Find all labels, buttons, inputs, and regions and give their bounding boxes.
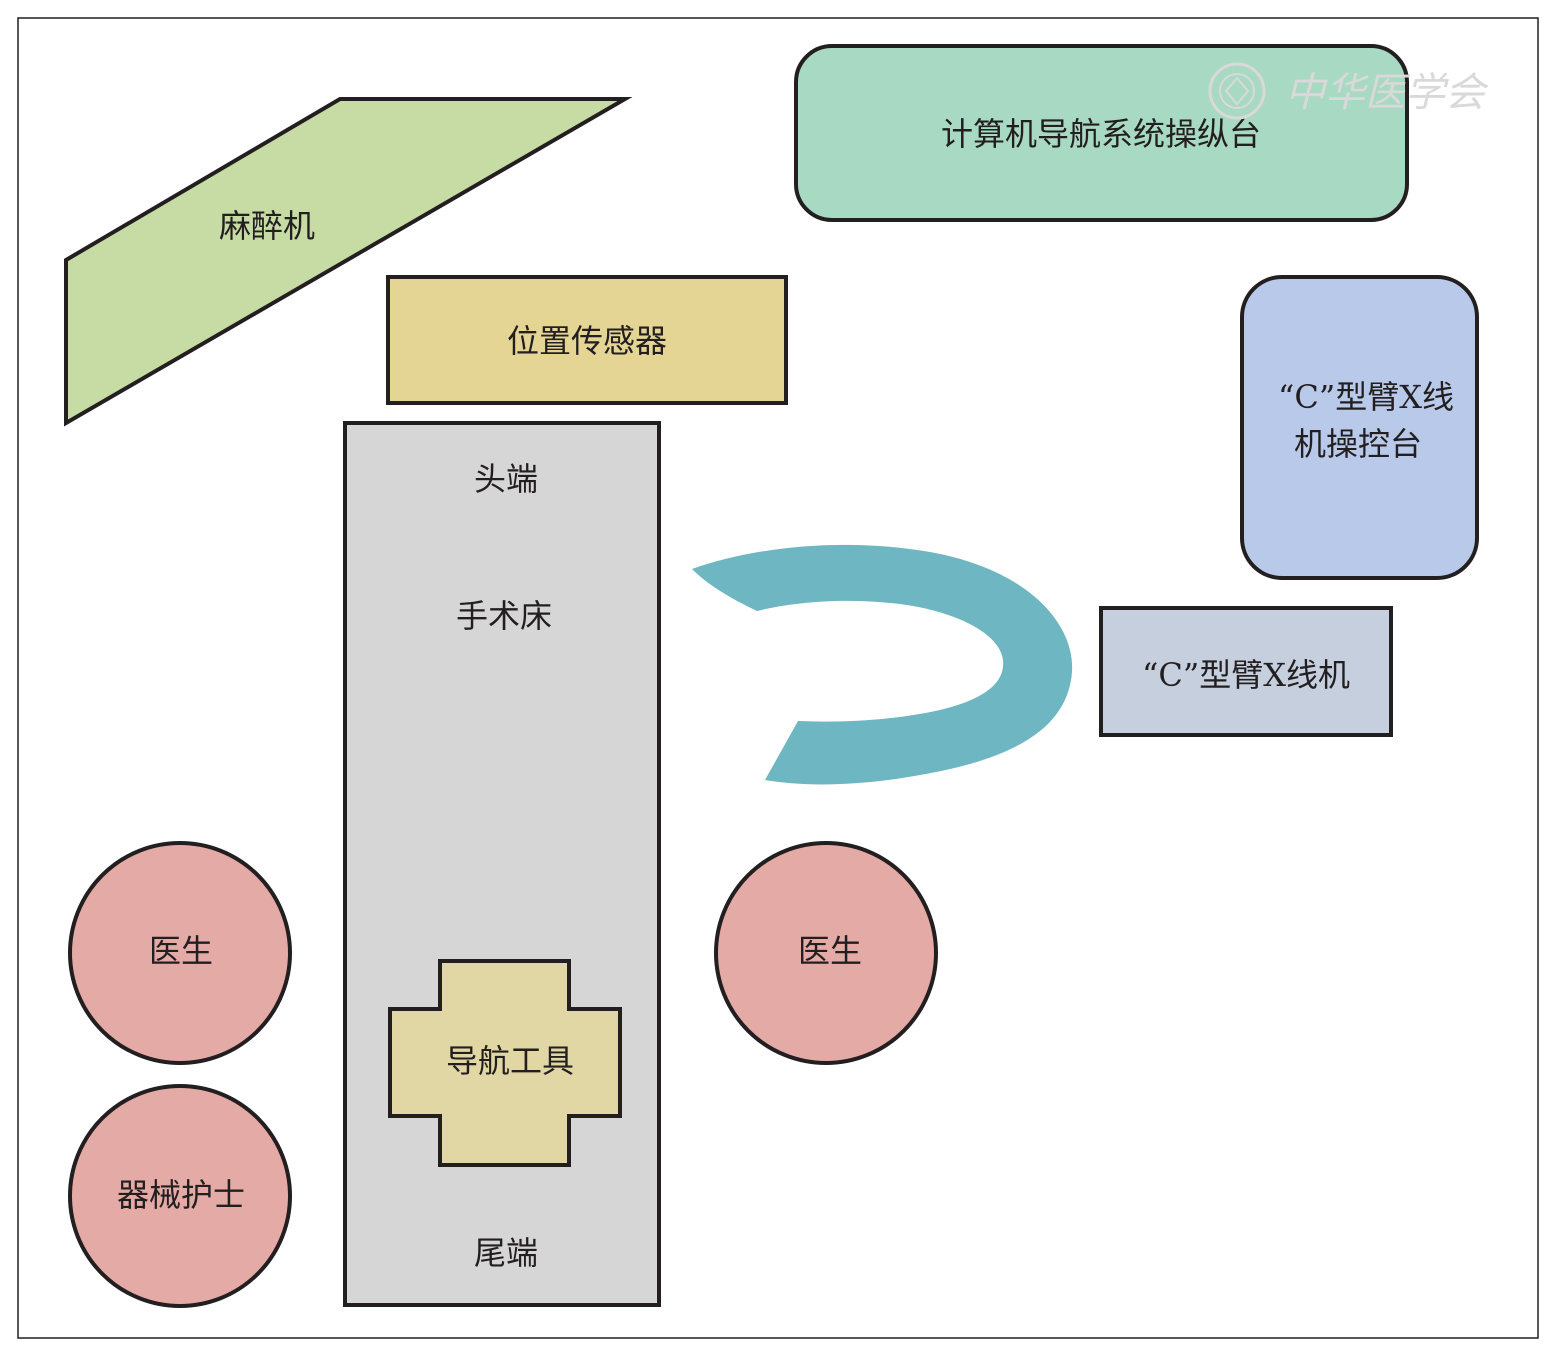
c-arm-console: “C”型臂X线 机操控台 bbox=[1240, 275, 1479, 580]
scrub-nurse-circle bbox=[68, 1084, 292, 1308]
c-arm-xray-machine-label: “C”型臂X线机 bbox=[1142, 656, 1350, 694]
doctor-right-label: 医生 bbox=[798, 932, 862, 970]
doctor-right: 医生 bbox=[714, 841, 938, 1065]
doctor-right-circle bbox=[714, 841, 938, 1065]
navigation-tool: 导航工具 bbox=[388, 959, 622, 1167]
anesthesia-machine-label: 麻醉机 bbox=[219, 207, 315, 245]
doctor-left-circle bbox=[68, 841, 292, 1065]
position-sensor: 位置传感器 bbox=[386, 275, 788, 405]
scrub-nurse: 器械护士 bbox=[68, 1084, 292, 1308]
anesthesia-machine: 麻醉机 bbox=[64, 97, 633, 427]
operating-table-shape bbox=[343, 421, 661, 1307]
navigation-tool-label: 导航工具 bbox=[446, 1042, 574, 1080]
c-arm-console-label-line1: “C”型臂X线 bbox=[1278, 378, 1454, 416]
table-head-end-label: 头端 bbox=[474, 460, 538, 498]
scrub-nurse-label: 器械护士 bbox=[117, 1176, 245, 1214]
position-sensor-shape bbox=[386, 275, 788, 405]
anesthesia-machine-shape bbox=[64, 97, 633, 427]
operating-table: 头端 手术床 尾端 bbox=[343, 421, 661, 1307]
c-arm-xray-machine-shape bbox=[1099, 606, 1393, 737]
doctor-left-label: 医生 bbox=[149, 932, 213, 970]
c-arm-console-label-line2: 机操控台 bbox=[1294, 425, 1422, 463]
operating-table-label: 手术床 bbox=[456, 597, 552, 635]
watermark: 中华医学会 bbox=[1208, 62, 1489, 120]
table-foot-end-label: 尾端 bbox=[474, 1234, 538, 1272]
doctor-left: 医生 bbox=[68, 841, 292, 1065]
diagram-frame bbox=[17, 17, 1539, 1339]
watermark-seal-icon bbox=[1208, 62, 1266, 120]
navigation-tool-shape bbox=[388, 959, 622, 1167]
position-sensor-label: 位置传感器 bbox=[507, 322, 667, 360]
c-arm-console-shape bbox=[1240, 275, 1479, 580]
c-arm-xray-machine: “C”型臂X线机 bbox=[1099, 606, 1393, 737]
navigation-system-console-label: 计算机导航系统操纵台 bbox=[941, 115, 1261, 153]
c-arm-arc bbox=[692, 544, 1073, 785]
watermark-text: 中华医学会 bbox=[1285, 70, 1489, 116]
